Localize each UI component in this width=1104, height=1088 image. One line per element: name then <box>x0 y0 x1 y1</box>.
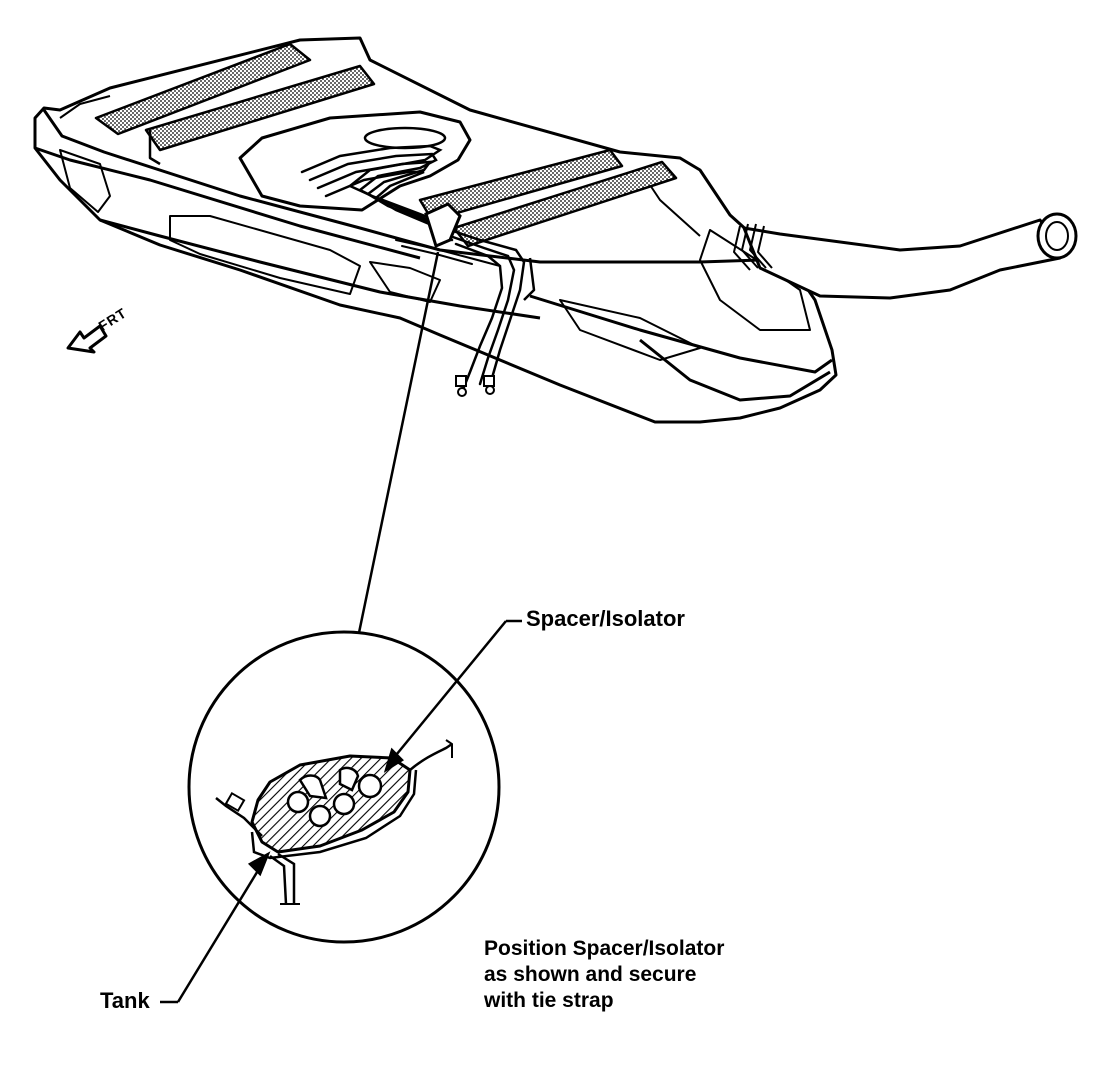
detail-leader-line <box>353 251 440 653</box>
tank-straps <box>94 42 678 301</box>
tank-label: Tank <box>100 988 150 1013</box>
instruction-line-2: as shown and secure <box>484 963 697 986</box>
front-arrow-icon <box>66 324 108 354</box>
detail-view <box>187 630 501 944</box>
callout-arrows <box>160 619 522 1004</box>
instruction-line-1: Position Spacer/Isolator <box>484 937 725 960</box>
spacer-isolator-label: Spacer/Isolator <box>526 606 685 631</box>
front-arrow <box>66 324 108 354</box>
fuel-lines <box>300 144 526 397</box>
tank-leader-line <box>176 863 264 1003</box>
tank-arrowhead-icon <box>247 851 271 877</box>
strap-front-outer <box>94 42 312 136</box>
instruction-note: Position Spacer/Isolator as shown and se… <box>484 936 724 1014</box>
spacer-arrowhead-icon <box>383 747 404 773</box>
filler-neck <box>733 212 1078 300</box>
instruction-line-3: with tie strap <box>484 989 614 1012</box>
spacer-leader-line <box>391 620 507 761</box>
strap-front-inner <box>144 64 376 152</box>
